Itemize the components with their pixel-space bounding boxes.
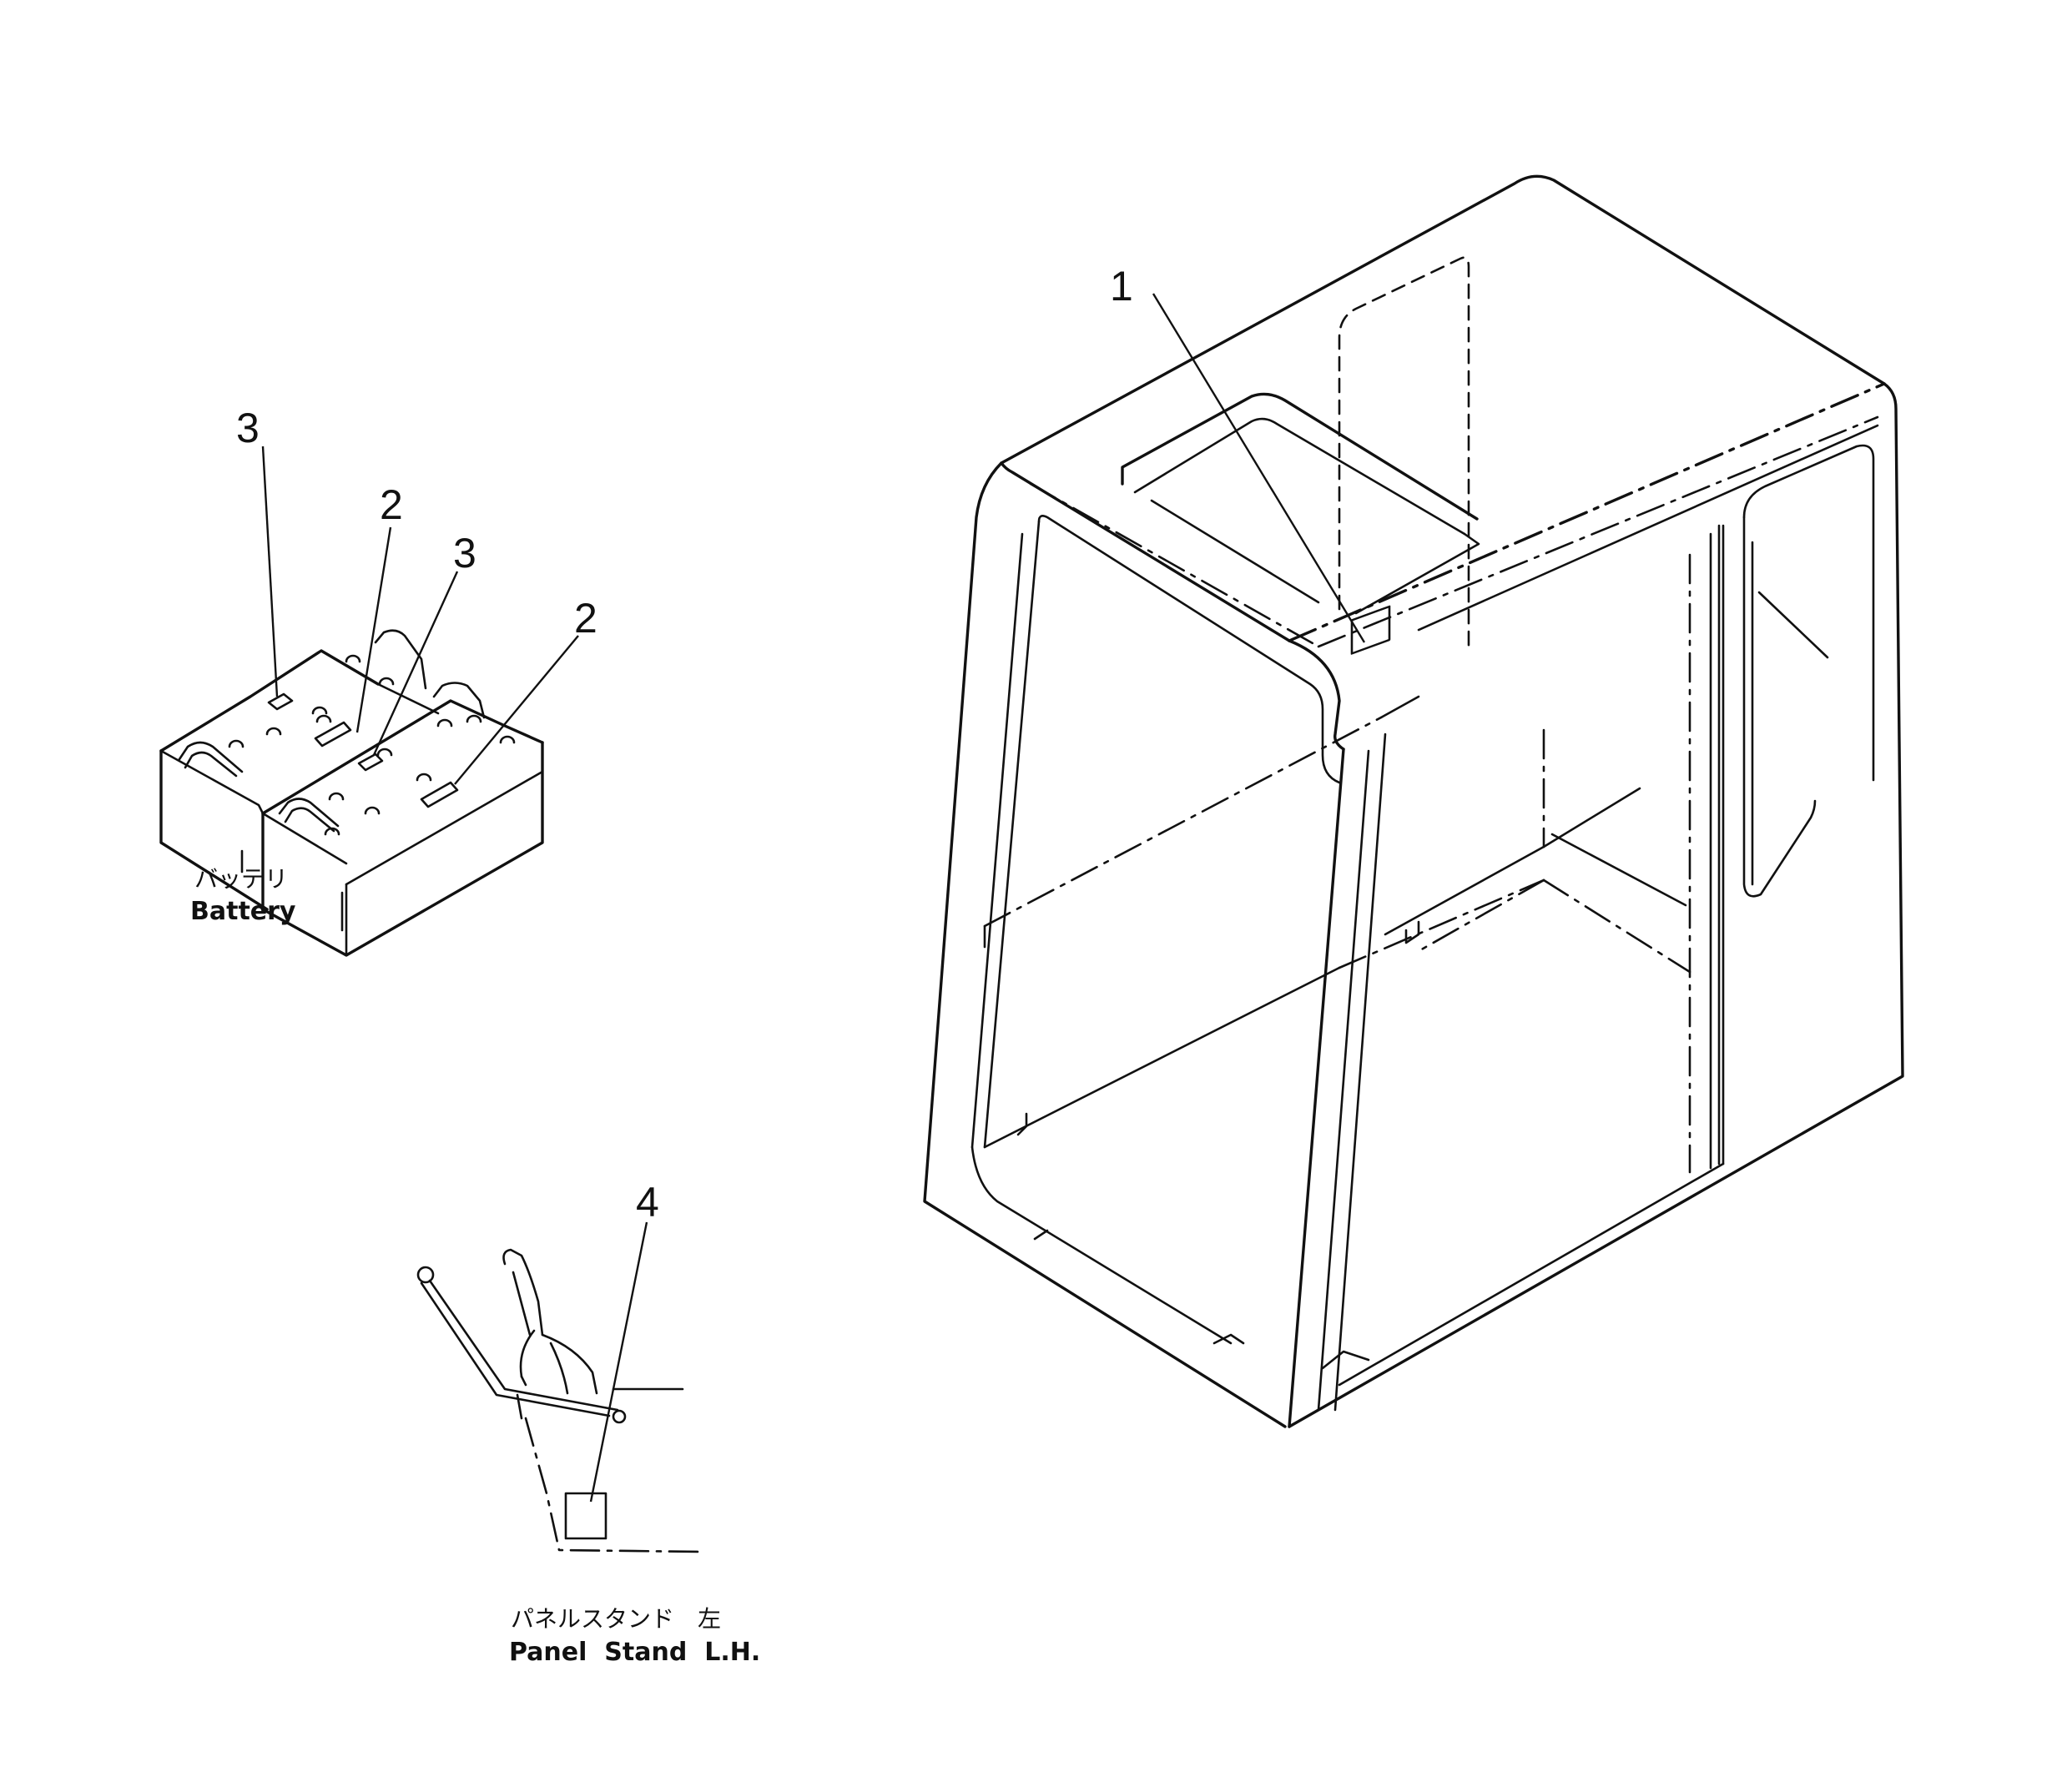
leader-lines	[261, 293, 1366, 1503]
callout-2-left: 2	[380, 481, 403, 528]
callout-3-left: 3	[236, 405, 260, 451]
leader-3b	[372, 571, 459, 756]
battery-terminals	[228, 654, 516, 836]
battery-label-en: Battery	[190, 897, 296, 926]
part-labels: バッテリ Battery パネルスタンド 左 Panel Stand L.H.	[190, 865, 760, 1667]
panel-stand-label-en: Panel Stand L.H.	[509, 1638, 760, 1667]
callout-numbers: 1 3 2 3 2 4	[236, 263, 1133, 1226]
battery-assembly	[159, 629, 544, 957]
leader-2b	[454, 635, 579, 785]
panel-stand-assembly	[416, 1248, 703, 1553]
callout-4: 4	[636, 1179, 659, 1226]
callout-3-right: 3	[453, 530, 476, 576]
leader-1	[1152, 293, 1366, 643]
cab-assembly	[923, 174, 1904, 1428]
callout-2-right: 2	[574, 595, 597, 642]
leader-2a	[355, 526, 392, 733]
leader-3a	[261, 446, 279, 697]
leader-4	[589, 1221, 648, 1503]
panel-stand-label-jp: パネルスタンド 左	[511, 1605, 721, 1633]
battery-label-jp: バッテリ	[194, 865, 288, 893]
callout-1: 1	[1110, 263, 1133, 310]
